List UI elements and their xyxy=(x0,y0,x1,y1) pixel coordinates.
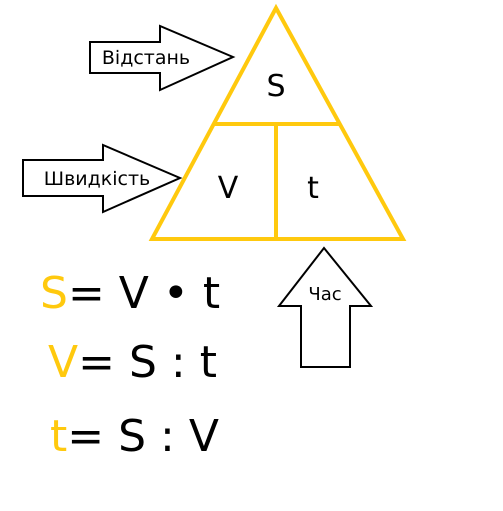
triangle-label-distance: S xyxy=(266,69,285,104)
arrow-speed: Швидкість xyxy=(22,143,183,214)
arrow-up-icon xyxy=(276,246,374,368)
arrow-right-icon xyxy=(22,143,183,214)
triangle xyxy=(148,3,407,241)
formula-distance-rhs: = V • t xyxy=(67,268,221,319)
formula-speed-lhs: V xyxy=(48,337,79,388)
formula-distance-lhs: S xyxy=(40,268,68,319)
arrow-time: Час xyxy=(276,246,374,368)
formula-distance: S= V • t xyxy=(40,272,220,316)
formula-speed-rhs: = S : t xyxy=(78,337,217,388)
formula-time-rhs: = S : V xyxy=(67,411,219,462)
arrow-distance: Відстань xyxy=(89,24,236,92)
formula-time: t= S : V xyxy=(50,415,219,459)
arrow-speed-label: Швидкість xyxy=(44,168,150,190)
formula-time-lhs: t xyxy=(50,411,68,462)
arrow-time-label: Час xyxy=(308,284,341,305)
triangle-label-time: t xyxy=(307,171,319,206)
triangle-label-speed: V xyxy=(218,171,239,206)
arrow-right-icon xyxy=(89,24,236,92)
formula-speed: V= S : t xyxy=(48,341,217,385)
arrow-distance-label: Відстань xyxy=(102,47,190,69)
